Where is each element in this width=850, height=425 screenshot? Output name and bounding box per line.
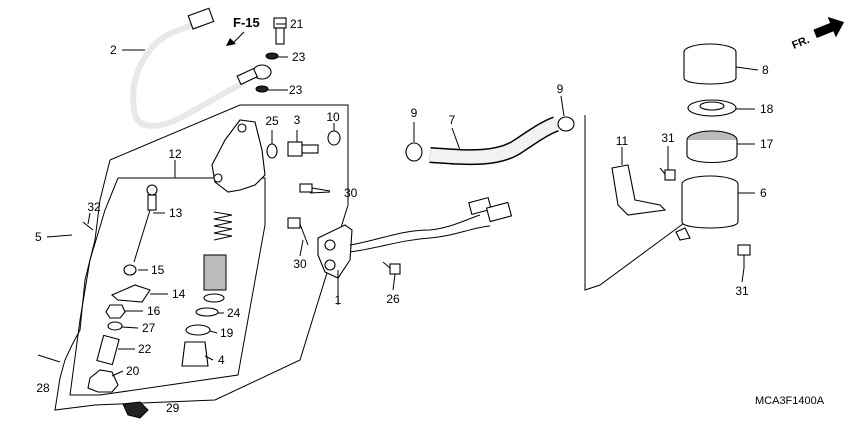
callout-9-right: 9 (557, 82, 564, 96)
bolt-31-upper (659, 167, 676, 181)
callout-labels: 2 1 3 4 5 6 7 8 9 9 10 11 12 13 14 15 16… (35, 17, 774, 415)
callout-13: 13 (169, 206, 183, 220)
callout-20: 20 (126, 364, 140, 378)
callout-28: 28 (36, 381, 50, 395)
bolt-30-lower (287, 217, 309, 246)
hose-2 (130, 7, 272, 129)
reference-arrow-icon (226, 38, 236, 46)
callout-17: 17 (760, 137, 774, 151)
diaphragm-17 (686, 130, 738, 163)
callout-4: 4 (218, 353, 225, 367)
reservoir-6 (675, 175, 739, 241)
callout-15: 15 (151, 263, 165, 277)
master-cylinder-body (211, 119, 266, 193)
callout-11: 11 (616, 134, 629, 148)
clamp-9-right (557, 116, 575, 132)
callout-21: 21 (290, 17, 304, 31)
callout-23-upper: 23 (292, 50, 306, 64)
callout-26: 26 (386, 292, 400, 306)
callout-30-lower: 30 (293, 257, 307, 271)
callout-9-left: 9 (411, 106, 418, 120)
screw-26 (382, 261, 401, 275)
boot-24 (195, 307, 219, 317)
push-rod-13 (133, 184, 158, 263)
clevis-20 (87, 369, 119, 393)
callout-23-lower: 23 (289, 83, 303, 97)
nut-15 (123, 264, 137, 276)
bolt-31-lower (737, 244, 751, 268)
callout-27: 27 (142, 321, 156, 335)
callout-1: 1 (335, 293, 342, 307)
diagram-code: MCA3F1400A (755, 395, 825, 407)
joint-pin-29 (122, 401, 149, 419)
front-direction-label: FR. (790, 34, 811, 52)
spring-piston (203, 211, 233, 303)
section-reference-label: F-15 (233, 15, 260, 30)
clamp-9-left (405, 142, 423, 162)
clip-10 (327, 130, 341, 146)
nut-27 (107, 321, 123, 331)
callout-32: 32 (87, 200, 101, 214)
callout-18: 18 (760, 102, 774, 116)
banjo-bolt-21 (273, 17, 287, 45)
callout-14: 14 (172, 287, 186, 301)
front-arrow-icon (813, 16, 845, 39)
callout-31-upper: 31 (661, 131, 675, 145)
callout-3: 3 (294, 113, 301, 127)
washer-23-lower (255, 85, 269, 93)
assembly-outline (54, 104, 349, 411)
callout-22: 22 (138, 342, 152, 356)
callout-5: 5 (35, 230, 42, 244)
plate-18 (687, 99, 737, 117)
reservoir-hose-7 (429, 116, 559, 166)
bolt-30-upper (299, 183, 331, 193)
front-direction-indicator: FR. (790, 16, 845, 52)
leader-lines (46, 23, 759, 377)
callout-8: 8 (762, 63, 769, 77)
callout-16: 16 (147, 304, 161, 318)
o-ring-25 (266, 143, 278, 159)
callout-19: 19 (220, 326, 234, 340)
callout-6: 6 (760, 186, 767, 200)
joint-3 (287, 141, 319, 157)
callout-10: 10 (326, 110, 340, 124)
section-reference: F-15 (226, 15, 260, 46)
stop-switch-1 (317, 196, 513, 279)
callout-25: 25 (265, 114, 279, 128)
boot-4 (181, 341, 209, 367)
callout-24: 24 (227, 306, 241, 320)
callout-30-upper: 30 (344, 186, 358, 200)
stay-11 (611, 164, 667, 216)
callout-2: 2 (110, 43, 117, 57)
spacer-22 (96, 334, 120, 366)
circlip-19 (185, 324, 211, 336)
nut-16 (105, 304, 126, 319)
callout-31-lower: 31 (735, 284, 749, 298)
callout-7: 7 (449, 113, 456, 127)
cap-8 (683, 43, 737, 85)
cotter-pin-32 (82, 221, 94, 231)
cotter-pin-28 (37, 354, 61, 363)
callout-29: 29 (166, 401, 180, 415)
callout-12: 12 (168, 147, 182, 161)
washer-23-upper (265, 52, 279, 60)
joint-14 (110, 284, 151, 303)
